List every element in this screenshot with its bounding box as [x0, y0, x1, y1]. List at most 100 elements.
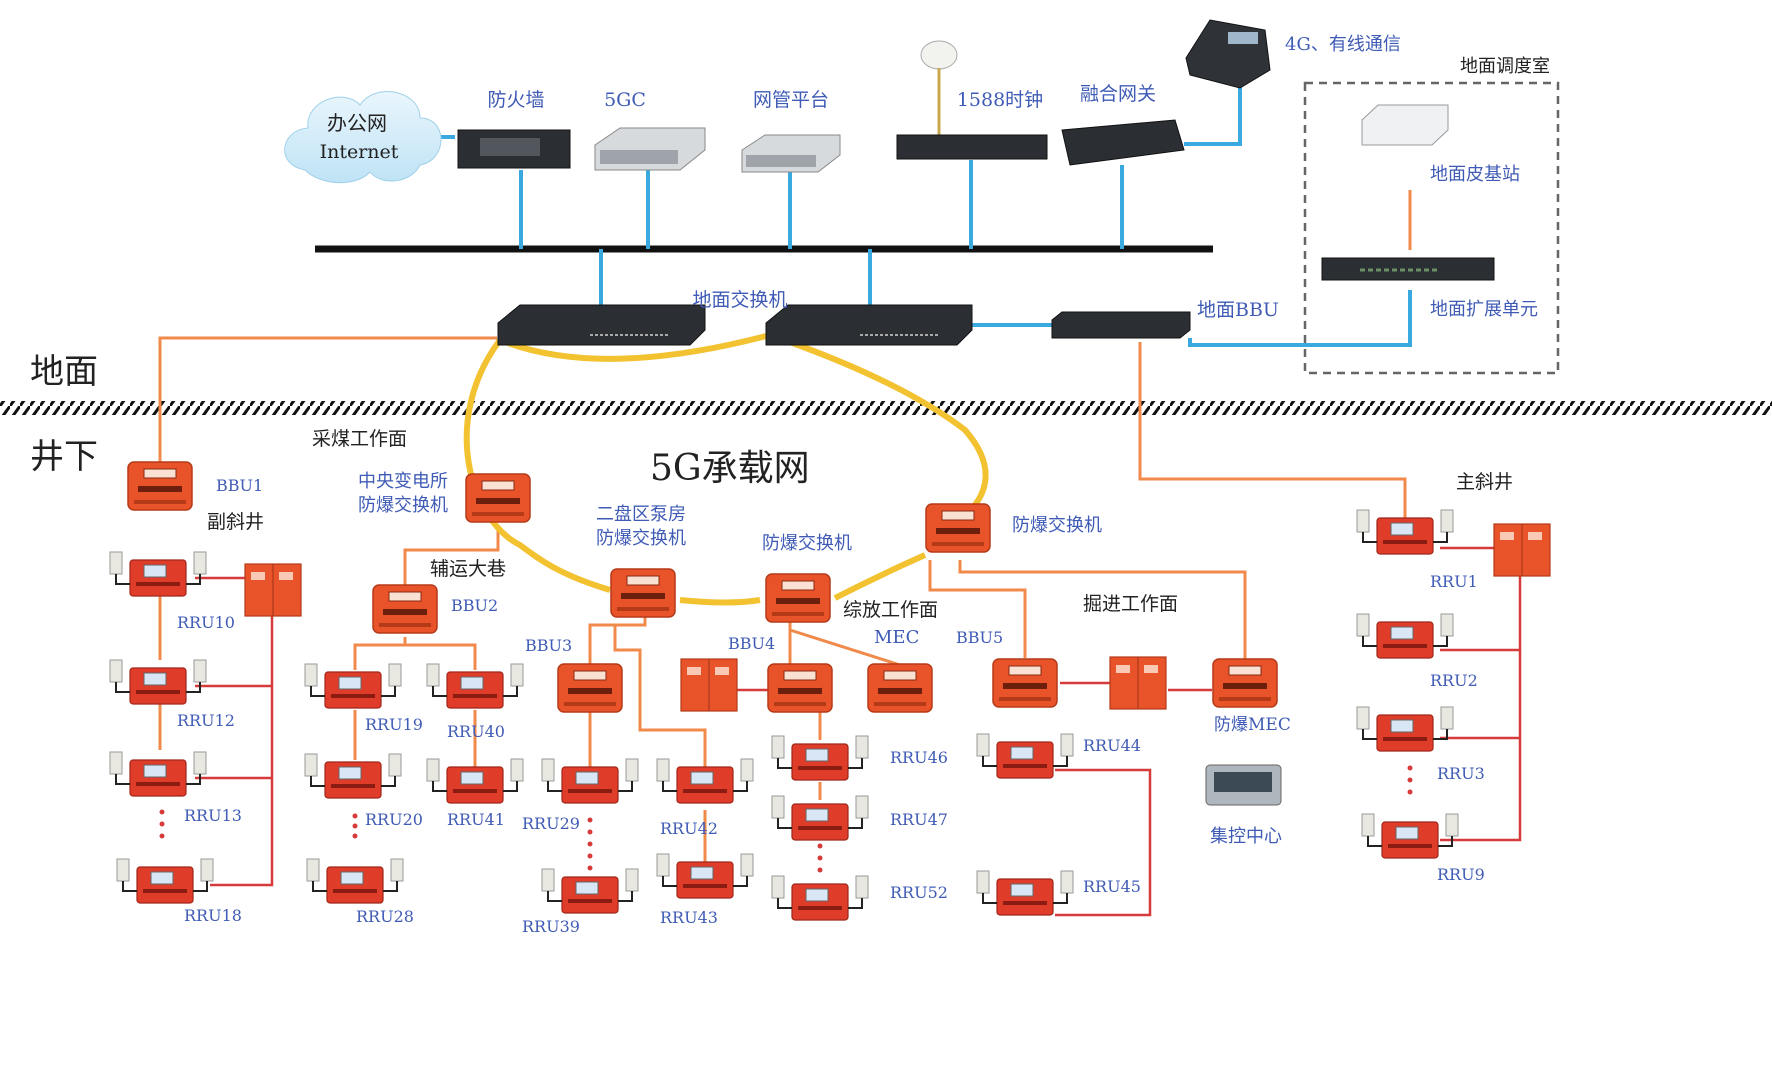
firewall-label: 防火墙 [487, 89, 544, 111]
rru44-unit [976, 733, 1074, 779]
power-cabinet-mid [680, 658, 738, 712]
5gc-label: 5GC [604, 89, 646, 111]
rru46-unit [771, 735, 869, 781]
power-cabinet-left [244, 563, 302, 617]
nms-server-icon [741, 134, 841, 173]
rru43-label: RRU43 [660, 908, 718, 927]
rru13-label: RRU13 [184, 806, 242, 825]
power-cabinet-right [1493, 523, 1551, 577]
bbu3-device [557, 663, 623, 713]
control-center-label: 集控中心 [1210, 826, 1282, 847]
rru19-unit [304, 663, 402, 709]
surface-bbu-device [1051, 311, 1191, 339]
surface-switch-left [497, 304, 706, 346]
central-substation-switch-label: 防爆交换机 [358, 495, 448, 516]
bbu2-label: BBU2 [451, 596, 498, 615]
rru29-label: RRU29 [522, 814, 580, 833]
rru46-label: RRU46 [890, 748, 948, 767]
continuation-dots [159, 765, 1413, 873]
surface-switch-label: 地面交换机 [692, 289, 787, 311]
office-net-label: 办公网 [327, 111, 387, 135]
rru9-label: RRU9 [1437, 865, 1485, 884]
bbu4-device [767, 663, 833, 713]
surface-switch-right [765, 304, 973, 346]
heading-face-label: 掘进工作面 [1083, 593, 1178, 615]
internet-label: Internet [320, 141, 399, 163]
nms-label: 网管平台 [753, 89, 829, 111]
main-shaft-label: 主斜井 [1456, 471, 1513, 493]
rru3-label: RRU3 [1437, 764, 1485, 783]
rru13-unit [109, 751, 207, 797]
office-network-cloud [284, 91, 442, 184]
gateway-label: 融合网关 [1080, 83, 1156, 105]
rru19-label: RRU19 [365, 715, 423, 734]
bbu4-label: BBU4 [728, 634, 775, 653]
extension-unit-device [1321, 257, 1495, 281]
clock-label: 1588时钟 [957, 89, 1043, 111]
rru47-label: RRU47 [890, 810, 948, 829]
rru45-label: RRU45 [1083, 877, 1141, 896]
coal-face-label: 采煤工作面 [312, 428, 407, 450]
pico-station-icon [1361, 104, 1449, 146]
rru2-label: RRU2 [1430, 671, 1478, 690]
surface-bbu-label: 地面BBU [1197, 299, 1279, 321]
bbu2-device [372, 584, 438, 634]
aux-shaft-label: 副斜井 [207, 511, 264, 533]
rru39-label: RRU39 [522, 917, 580, 936]
comm-label: 4G、有线通信 [1285, 34, 1401, 55]
dispatch-room-box [1303, 81, 1560, 375]
fully-mech-face-label: 综放工作面 [843, 599, 938, 621]
pico-station-label: 地面皮基站 [1430, 164, 1520, 185]
rru9-unit [1361, 813, 1459, 859]
ex-mec-label: 防爆MEC [1214, 715, 1291, 735]
rru12-label: RRU12 [177, 711, 235, 730]
rru2-unit [1356, 613, 1454, 659]
mid-ex-switch [765, 573, 831, 623]
rru28-label: RRU28 [356, 907, 414, 926]
rru10-unit [109, 551, 207, 597]
mec-device [867, 663, 933, 713]
central-substation-label: 中央变电所 [358, 471, 448, 492]
rru45-unit [976, 870, 1074, 916]
gateway-device [1061, 119, 1185, 166]
bbu1-device [127, 461, 193, 511]
dispatch-room-label: 地面调度室 [1460, 56, 1550, 77]
5gc-server-icon [594, 127, 706, 171]
pump-room-switch-label: 防爆交换机 [596, 528, 686, 549]
rru12-unit [109, 659, 207, 705]
bbu5-device [992, 658, 1058, 708]
mec-label: MEC [874, 627, 919, 648]
extension-unit-label: 地面扩展单元 [1430, 299, 1538, 320]
ex-mec-device [1212, 658, 1278, 708]
rru52-unit [771, 875, 869, 921]
red-cables [195, 540, 1522, 917]
rru18-unit [116, 858, 214, 904]
pump-ex-switch [610, 568, 676, 618]
firewall-device [457, 129, 571, 169]
rru18-label: RRU18 [184, 906, 242, 925]
rru39-unit [541, 868, 639, 914]
ground-divider [0, 401, 1772, 415]
zone-surface-label: 地面 [30, 352, 98, 392]
network-title: 5G承载网 [650, 448, 810, 489]
rru20-label: RRU20 [365, 810, 423, 829]
rru52-label: RRU52 [890, 883, 948, 902]
bbu1-label: BBU1 [216, 476, 263, 495]
rru40-label: RRU40 [447, 722, 505, 741]
ex-switch-mid-label: 防爆交换机 [762, 533, 852, 554]
ring-5g-bearer [463, 332, 989, 606]
right-ex-switch [925, 503, 991, 553]
rru41-label: RRU41 [447, 810, 505, 829]
phone-icon [1185, 19, 1271, 89]
bbu5-label: BBU5 [956, 628, 1003, 647]
rru10-label: RRU10 [177, 613, 235, 632]
control-center-icon [1205, 764, 1282, 806]
rru3-unit [1356, 706, 1454, 752]
rru28-unit [306, 858, 404, 904]
ex-switch-right-label: 防爆交换机 [1012, 515, 1102, 536]
clock-device [896, 40, 1048, 160]
central-ex-switch [465, 473, 531, 523]
rru20-unit [304, 753, 402, 799]
aux-roadway-label: 辅运大巷 [430, 558, 506, 580]
pump-room-label: 二盘区泵房 [596, 504, 686, 525]
